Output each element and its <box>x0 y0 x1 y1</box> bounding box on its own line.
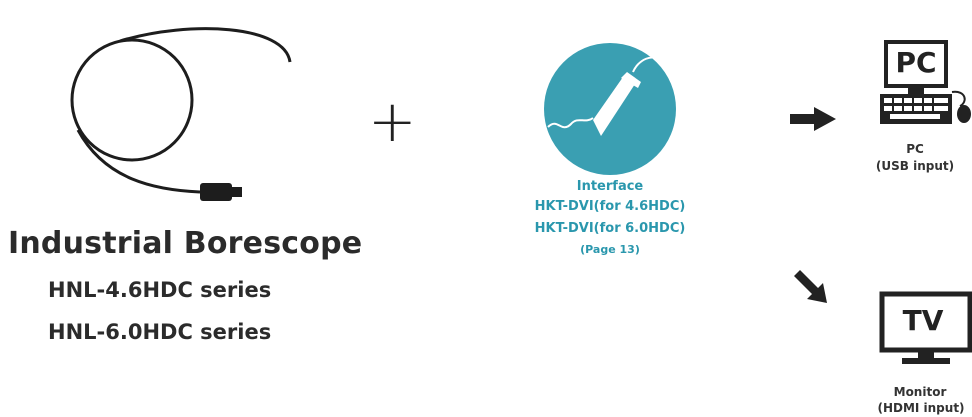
borescope-cable-illustration <box>60 20 300 210</box>
series-2: HNL-6.0HDC series <box>48 320 271 344</box>
arrow-down-right-icon <box>790 266 830 306</box>
interface-model-2: HKT-DVI(for 6.0HDC) <box>500 221 720 236</box>
series-1: HNL-4.6HDC series <box>48 278 271 302</box>
monitor-label: Monitor <box>880 384 960 400</box>
pc-label: PC <box>875 141 955 157</box>
interface-model-1: HKT-DVI(for 4.6HDC) <box>500 199 720 214</box>
tv-icon-label: TV <box>895 304 951 338</box>
pc-input-label: (USB input) <box>862 158 968 174</box>
product-title: Industrial Borescope <box>8 226 362 261</box>
plus-sign: + <box>368 92 417 150</box>
pc-icon-label: PC <box>888 44 944 82</box>
arrow-right-icon <box>788 106 838 132</box>
interface-device-illustration <box>543 42 677 176</box>
interface-title: Interface <box>560 179 660 194</box>
interface-page-ref: (Page 13) <box>540 243 680 256</box>
monitor-input-label: (HDMI input) <box>870 400 972 416</box>
